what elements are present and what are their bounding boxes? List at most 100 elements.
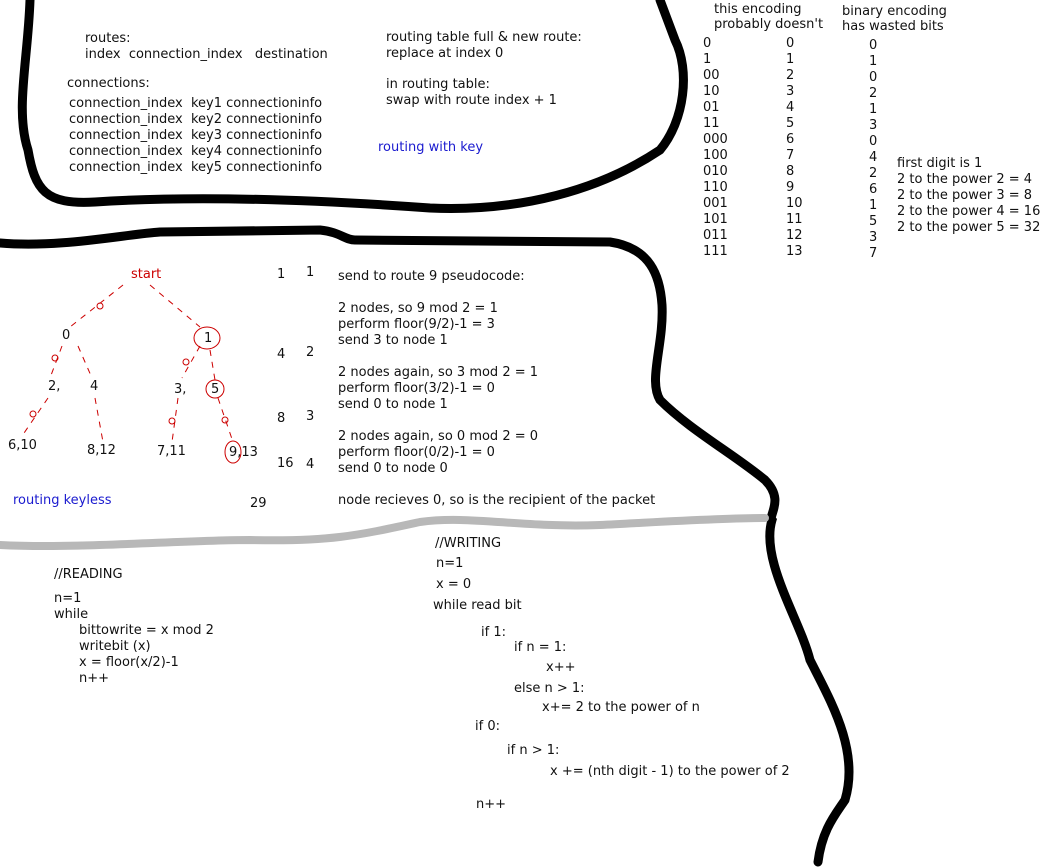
tree-node: 1 bbox=[204, 331, 213, 346]
writing-line: else n > 1: bbox=[514, 681, 585, 696]
value-cell: 12 bbox=[786, 228, 803, 243]
binary-cell: 0 bbox=[869, 134, 878, 149]
reading-line: n=1 bbox=[54, 591, 82, 606]
tree-node: 2, bbox=[48, 379, 61, 394]
code-cell: 0 bbox=[703, 36, 712, 51]
code-cell: 00 bbox=[703, 68, 720, 83]
routing-with-key-title: routing with key bbox=[378, 140, 484, 155]
pseudo-line: 2 nodes again, so 0 mod 2 = 0 bbox=[338, 429, 539, 444]
encoding-header-b2: has wasted bits bbox=[842, 19, 944, 34]
code-cell: 011 bbox=[703, 228, 728, 243]
code-cell: 000 bbox=[703, 132, 728, 147]
binary-cell: 6 bbox=[869, 182, 878, 197]
pseudo-line: 2 nodes, so 9 mod 2 = 1 bbox=[338, 301, 498, 316]
connection-row: connection_index key4 connectioninfo bbox=[69, 144, 323, 159]
tree-node: 5 bbox=[211, 382, 220, 397]
level-sum: 29 bbox=[250, 496, 267, 511]
pseudo-line: send 0 to node 0 bbox=[338, 461, 448, 476]
reading-body-line: n++ bbox=[79, 671, 110, 686]
value-cell: 10 bbox=[786, 196, 803, 211]
path-markers bbox=[29, 302, 242, 464]
value-cell: 6 bbox=[786, 132, 795, 147]
writing-line: x = 0 bbox=[436, 577, 472, 592]
pseudo-line: perform floor(0/2)-1 = 0 bbox=[338, 445, 495, 460]
code-cell: 01 bbox=[703, 100, 720, 115]
code-cell: 111 bbox=[703, 244, 728, 259]
level-count: 8 bbox=[277, 411, 286, 426]
code-cell: 100 bbox=[703, 148, 728, 163]
writing-line: while read bit bbox=[433, 598, 522, 613]
routes-label: routes: bbox=[85, 31, 131, 46]
writing-line: n++ bbox=[476, 797, 507, 812]
value-cell: 13 bbox=[786, 244, 803, 259]
code-cell: 1 bbox=[703, 52, 712, 67]
binary-cell: 3 bbox=[869, 118, 878, 133]
level-count: 16 bbox=[277, 456, 294, 471]
tree-node: 3, bbox=[174, 382, 187, 397]
gray-separator bbox=[0, 514, 769, 551]
writing-line: if 0: bbox=[475, 719, 500, 734]
binary-cell: 1 bbox=[869, 54, 878, 69]
code-cell: 101 bbox=[703, 212, 728, 227]
pseudo-line: send to route 9 pseudocode: bbox=[338, 269, 525, 284]
power-line: 2 to the power 5 = 32 bbox=[897, 220, 1041, 235]
level-count: 1 bbox=[277, 267, 286, 282]
pseudo-line: send 0 to node 1 bbox=[338, 397, 448, 412]
note-full-2: replace at index 0 bbox=[386, 46, 504, 61]
writing-line: if n > 1: bbox=[507, 743, 560, 758]
writing-line: x++ bbox=[546, 660, 576, 675]
binary-cell: 7 bbox=[869, 246, 878, 261]
level-index: 4 bbox=[306, 457, 315, 472]
connection-row: connection_index key2 connectioninfo bbox=[69, 112, 323, 127]
routes-header: index connection_index destination bbox=[85, 47, 328, 62]
value-cell: 8 bbox=[786, 164, 795, 179]
top-blob-outline bbox=[17, 0, 688, 213]
writing-line: n=1 bbox=[436, 556, 464, 571]
value-cell: 4 bbox=[786, 100, 795, 115]
value-cell: 5 bbox=[786, 116, 795, 131]
tree-edges bbox=[21, 284, 234, 443]
pseudo-line: 2 nodes again, so 3 mod 2 = 1 bbox=[338, 365, 539, 380]
power-line: 2 to the power 4 = 16 bbox=[897, 204, 1041, 219]
tree-node: 9,13 bbox=[229, 445, 258, 460]
routing-keyless-title: routing keyless bbox=[13, 493, 112, 508]
level-index: 3 bbox=[306, 409, 315, 424]
middle-region-outline bbox=[0, 225, 854, 867]
connections-label: connections: bbox=[67, 76, 150, 91]
value-cell: 3 bbox=[786, 84, 795, 99]
binary-cell: 1 bbox=[869, 198, 878, 213]
connection-row: connection_index key5 connectioninfo bbox=[69, 160, 323, 175]
binary-cell: 1 bbox=[869, 102, 878, 117]
code-cell: 010 bbox=[703, 164, 728, 179]
code-cell: 10 bbox=[703, 84, 720, 99]
code-cell: 001 bbox=[703, 196, 728, 211]
pseudo-line: perform floor(9/2)-1 = 3 bbox=[338, 317, 495, 332]
code-cell: 11 bbox=[703, 116, 720, 131]
connection-row: connection_index key3 connectioninfo bbox=[69, 128, 323, 143]
level-index: 2 bbox=[306, 345, 315, 360]
binary-cell: 5 bbox=[869, 214, 878, 229]
binary-cell: 2 bbox=[869, 86, 878, 101]
connection-row: connection_index key1 connectioninfo bbox=[69, 96, 323, 111]
code-cell: 110 bbox=[703, 180, 728, 195]
level-count: 4 bbox=[277, 347, 286, 362]
tree-node: 8,12 bbox=[87, 443, 116, 458]
encoding-header-b1: binary encoding bbox=[842, 4, 947, 19]
note-full-1: routing table full & new route: bbox=[386, 30, 582, 45]
reading-line: while bbox=[54, 607, 89, 622]
tree-node: 7,11 bbox=[157, 444, 186, 459]
binary-cell: 2 bbox=[869, 166, 878, 181]
writing-line: if n = 1: bbox=[514, 640, 567, 655]
binary-cell: 3 bbox=[869, 230, 878, 245]
value-cell: 11 bbox=[786, 212, 803, 227]
reading-body-line: writebit (x) bbox=[79, 639, 151, 654]
value-cell: 0 bbox=[786, 36, 795, 51]
encoding-header-a2: probably doesn't bbox=[714, 17, 824, 32]
tree-start-label: start bbox=[131, 267, 162, 282]
reading-body-line: bittowrite = x mod 2 bbox=[79, 623, 214, 638]
reading-title: //READING bbox=[54, 567, 123, 582]
pseudo-line: send 3 to node 1 bbox=[338, 333, 448, 348]
first-digit-note: first digit is 1 bbox=[897, 156, 983, 171]
writing-line: x+= 2 to the power of n bbox=[542, 700, 700, 715]
tree-node: 0 bbox=[62, 328, 71, 343]
